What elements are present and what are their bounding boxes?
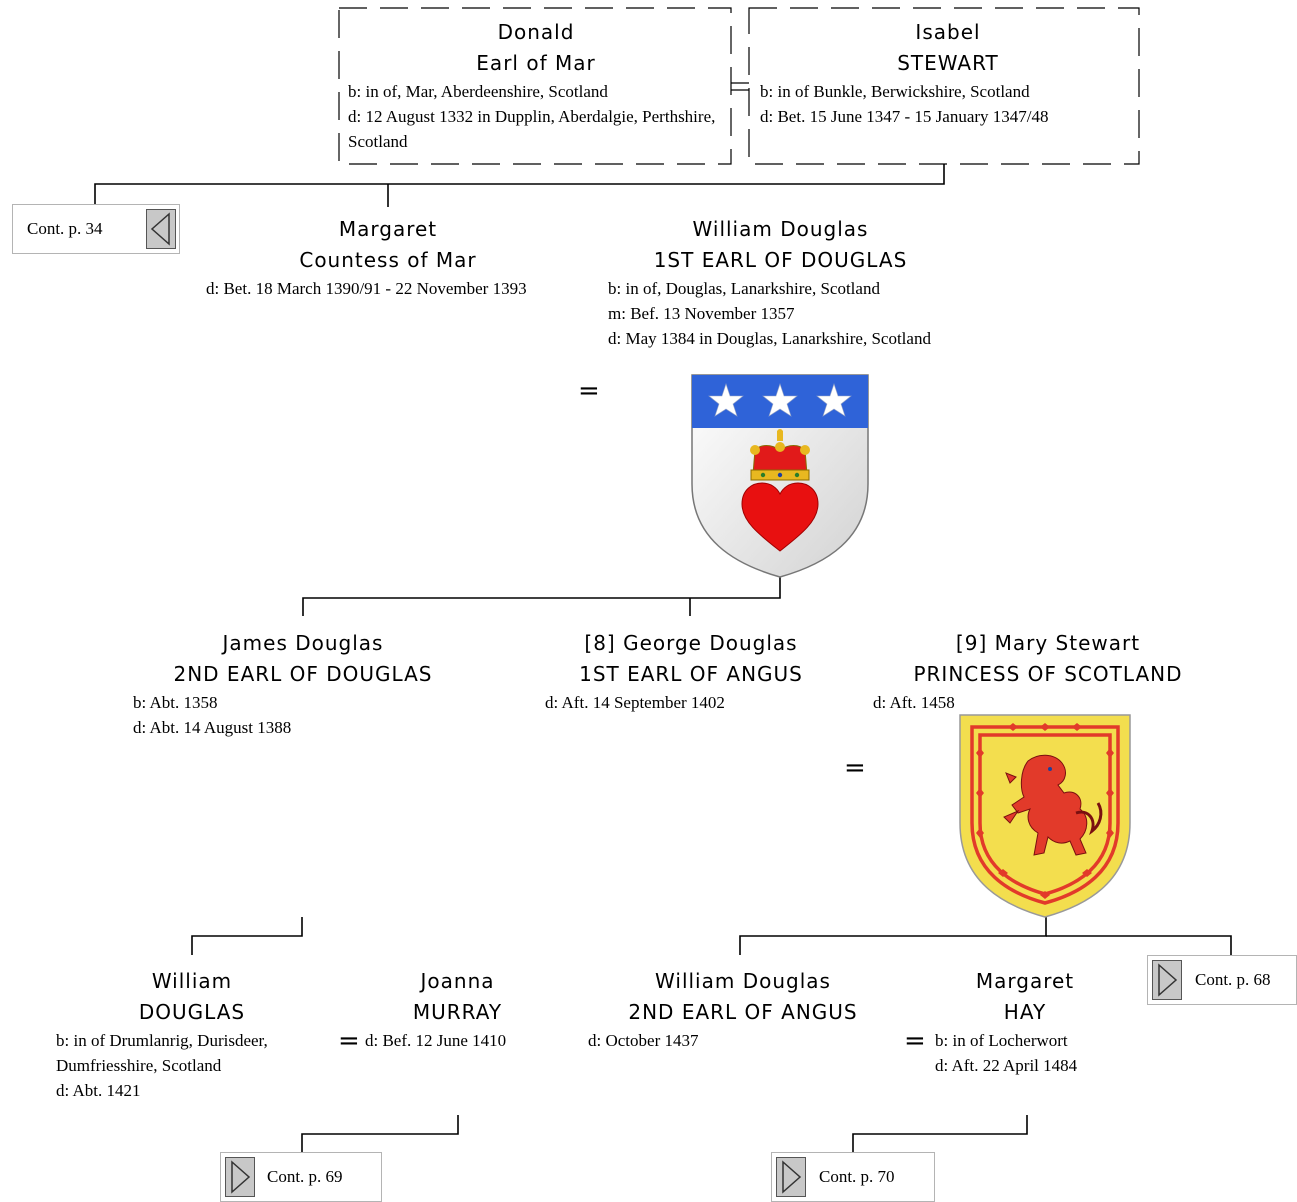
person-details: d: Aft. 1458: [873, 690, 1223, 715]
continuation-label: Cont. p. 70: [819, 1167, 895, 1186]
marriage-symbol: =: [844, 753, 866, 783]
person-william-douglas-2nd-earl-of-angus: William Douglas 2ND EARL OF ANGUS d: Oct…: [588, 966, 898, 1053]
person-isabel: Isabel STEWART b: in of Bunkle, Berwicks…: [760, 17, 1136, 129]
person-title: Earl of Mar: [476, 51, 596, 75]
detail-line: d: May 1384 in Douglas, Lanarkshire, Sco…: [608, 329, 931, 348]
person-title: 1ST EARL OF DOUGLAS: [653, 248, 908, 272]
detail-line: b: in of Locherwort: [935, 1031, 1068, 1050]
person-title: Countess of Mar: [299, 248, 477, 272]
continuation-page-69-button[interactable]: Cont. p. 69: [220, 1152, 382, 1202]
person-mary-stewart: [9] Mary Stewart PRINCESS OF SCOTLAND d:…: [873, 628, 1223, 715]
person-name: William Douglas: [692, 217, 869, 241]
person-donald: Donald Earl of Mar b: in of, Mar, Aberde…: [348, 17, 724, 154]
detail-line: d: Abt. 1421: [56, 1081, 141, 1100]
detail-line: b: Abt. 1358: [133, 693, 218, 712]
detail-line: d: Abt. 14 August 1388: [133, 718, 292, 737]
person-details: d: Aft. 14 September 1402: [545, 690, 837, 715]
person-title: PRINCESS OF SCOTLAND: [913, 662, 1183, 686]
person-name: [8] George Douglas: [584, 631, 798, 655]
detail-line: d: Aft. 22 April 1484: [935, 1056, 1078, 1075]
person-title: 1ST EARL OF ANGUS: [579, 662, 803, 686]
person-william-douglas-drumlanrig: William DOUGLAS b: in of Drumlanrig, Dur…: [56, 966, 336, 1103]
person-title: STEWART: [897, 51, 999, 75]
marriage-symbol: =: [338, 1026, 360, 1056]
donald-dashed-box: [338, 7, 732, 165]
continuation-label: Cont. p. 69: [267, 1167, 343, 1186]
person-details: d: Bef. 12 June 1410: [365, 1028, 550, 1053]
detail-line: d: Bet. 18 March 1390/91 - 22 November 1…: [206, 279, 527, 298]
person-margaret-hay: Margaret HAY b: in of Locherwort d: Aft.…: [935, 966, 1135, 1078]
person-details: d: Bet. 18 March 1390/91 - 22 November 1…: [206, 276, 566, 301]
marriage-symbol: =: [578, 376, 600, 406]
person-title: 2ND EARL OF ANGUS: [628, 1000, 858, 1024]
arrow-right-icon: [776, 1157, 806, 1197]
continuation-page-34-button[interactable]: Cont. p. 34: [12, 204, 180, 254]
detail-line: d: Aft. 14 September 1402: [545, 693, 725, 712]
person-details: d: October 1437: [588, 1028, 898, 1053]
detail-line: d: 12 August 1332 in Dupplin, Aberdalgie…: [348, 107, 716, 151]
marriage-symbol: =: [904, 1026, 926, 1056]
person-details: b: in of, Douglas, Lanarkshire, Scotland…: [608, 276, 958, 351]
person-title: HAY: [1003, 1000, 1047, 1024]
arrow-left-icon: [146, 209, 176, 249]
continuation-label: Cont. p. 68: [1195, 970, 1271, 989]
arrow-right-icon: [1152, 960, 1182, 1000]
arrow-right-icon: [225, 1157, 255, 1197]
douglas-arms-icon: [691, 374, 869, 578]
detail-line: b: in of Drumlanrig, Durisdeer, Dumfries…: [56, 1031, 268, 1075]
person-name: James Douglas: [222, 631, 384, 655]
person-title: 2ND EARL OF DOUGLAS: [173, 662, 433, 686]
person-name: Margaret: [975, 969, 1075, 993]
detail-line: m: Bef. 13 November 1357: [608, 304, 795, 323]
detail-line: b: in of Bunkle, Berwickshire, Scotland: [760, 82, 1030, 101]
person-name: Isabel: [915, 20, 981, 44]
person-details: b: Abt. 1358 d: Abt. 14 August 1388: [133, 690, 473, 740]
detail-line: b: in of, Mar, Aberdeenshire, Scotland: [348, 82, 608, 101]
detail-line: d: Bet. 15 June 1347 - 15 January 1347/4…: [760, 107, 1049, 126]
detail-line: d: Aft. 1458: [873, 693, 955, 712]
person-william-douglas-1st-earl: William Douglas 1ST EARL OF DOUGLAS b: i…: [608, 214, 968, 351]
person-details: b: in of Drumlanrig, Durisdeer, Dumfries…: [56, 1028, 331, 1103]
person-joanna-murray: Joanna MURRAY d: Bef. 12 June 1410: [365, 966, 550, 1053]
continuation-page-68-button[interactable]: Cont. p. 68: [1147, 955, 1297, 1005]
person-name: William: [151, 969, 233, 993]
detail-line: b: in of, Douglas, Lanarkshire, Scotland: [608, 279, 880, 298]
person-name: Donald: [497, 20, 575, 44]
royal-arms-of-scotland-icon: [959, 714, 1131, 918]
person-details: b: in of Bunkle, Berwickshire, Scotland …: [760, 79, 1136, 129]
continuation-label: Cont. p. 34: [27, 219, 103, 238]
person-name: [9] Mary Stewart: [955, 631, 1141, 655]
detail-line: d: October 1437: [588, 1031, 699, 1050]
person-name: William Douglas: [655, 969, 831, 993]
detail-line: d: Bef. 12 June 1410: [365, 1031, 507, 1050]
person-details: b: in of Locherwort d: Aft. 22 April 148…: [935, 1028, 1135, 1078]
person-name: Joanna: [420, 969, 495, 993]
person-details: b: in of, Mar, Aberdeenshire, Scotland d…: [348, 79, 724, 154]
person-name: Margaret: [338, 217, 438, 241]
person-james-douglas: James Douglas 2ND EARL OF DOUGLAS b: Abt…: [133, 628, 473, 740]
person-title: DOUGLAS: [138, 1000, 246, 1024]
person-margaret-countess-of-mar: Margaret Countess of Mar d: Bet. 18 Marc…: [206, 214, 578, 301]
person-title: MURRAY: [412, 1000, 503, 1024]
continuation-page-70-button[interactable]: Cont. p. 70: [771, 1152, 935, 1202]
person-george-douglas: [8] George Douglas 1ST EARL OF ANGUS d: …: [545, 628, 837, 715]
